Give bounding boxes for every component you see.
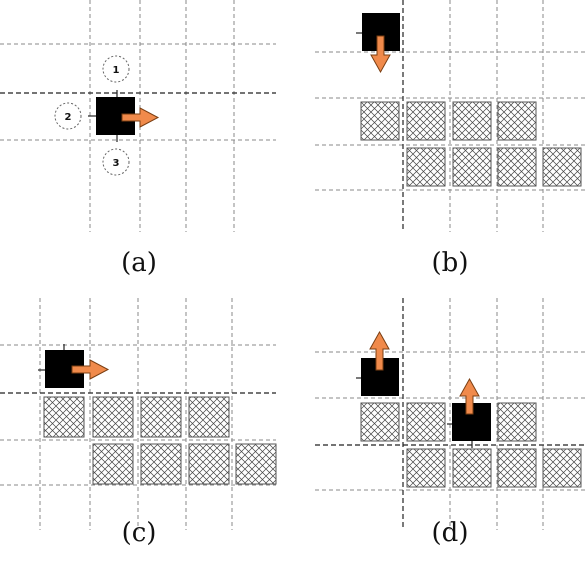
tile-block-icon bbox=[43, 396, 85, 438]
tile-block-icon bbox=[497, 147, 537, 187]
panel-d-tiles bbox=[360, 402, 582, 488]
position-marker-3-label: 3 bbox=[113, 158, 120, 169]
panel-a: 1 2 3 (a) bbox=[0, 0, 276, 278]
tile-block-icon bbox=[497, 101, 537, 141]
panel-d-grid bbox=[315, 298, 586, 530]
tile-block-icon bbox=[452, 101, 492, 141]
panel-c-grid bbox=[0, 298, 276, 530]
tile-block-icon bbox=[406, 147, 446, 187]
panel-c-tiles bbox=[43, 396, 277, 485]
tile-block-icon bbox=[140, 396, 182, 438]
panel-c-caption: (c) bbox=[122, 518, 157, 548]
tile-block-icon bbox=[360, 402, 400, 442]
panel-d-caption: (d) bbox=[432, 518, 469, 548]
panel-b-caption: (b) bbox=[432, 248, 469, 278]
tile-block-icon bbox=[406, 101, 446, 141]
panel-a-caption: (a) bbox=[121, 248, 157, 278]
panel-c: (c) bbox=[0, 298, 277, 548]
panel-b-tiles bbox=[360, 101, 582, 187]
direction-arrow-icon bbox=[369, 330, 390, 371]
position-marker-2-label: 2 bbox=[65, 112, 72, 123]
direction-arrow-icon bbox=[459, 377, 480, 415]
tile-block-icon bbox=[188, 396, 230, 438]
tile-block-icon bbox=[542, 448, 582, 488]
tile-block-icon bbox=[452, 147, 492, 187]
tile-block-icon bbox=[406, 402, 446, 442]
position-marker-3: 3 bbox=[102, 148, 130, 176]
tile-block-icon bbox=[92, 396, 134, 438]
tile-block-icon bbox=[406, 448, 446, 488]
tile-block-icon bbox=[235, 443, 277, 485]
tile-block-icon bbox=[497, 448, 537, 488]
panel-b-grid bbox=[315, 0, 586, 232]
tile-block-icon bbox=[140, 443, 182, 485]
tile-block-icon bbox=[452, 448, 492, 488]
tile-block-icon bbox=[360, 101, 400, 141]
direction-arrow-icon bbox=[71, 359, 110, 380]
tile-block-icon bbox=[542, 147, 582, 187]
position-marker-2: 2 bbox=[54, 102, 82, 130]
position-marker-1: 1 bbox=[102, 55, 130, 83]
tile-block-icon bbox=[497, 402, 537, 442]
position-marker-1-label: 1 bbox=[113, 65, 120, 76]
direction-arrow-icon bbox=[370, 35, 391, 74]
panel-d: (d) bbox=[315, 298, 586, 548]
direction-arrow-icon bbox=[121, 107, 160, 128]
tile-block-icon bbox=[92, 443, 134, 485]
panel-b: (b) bbox=[315, 0, 586, 278]
tile-block-icon bbox=[188, 443, 230, 485]
